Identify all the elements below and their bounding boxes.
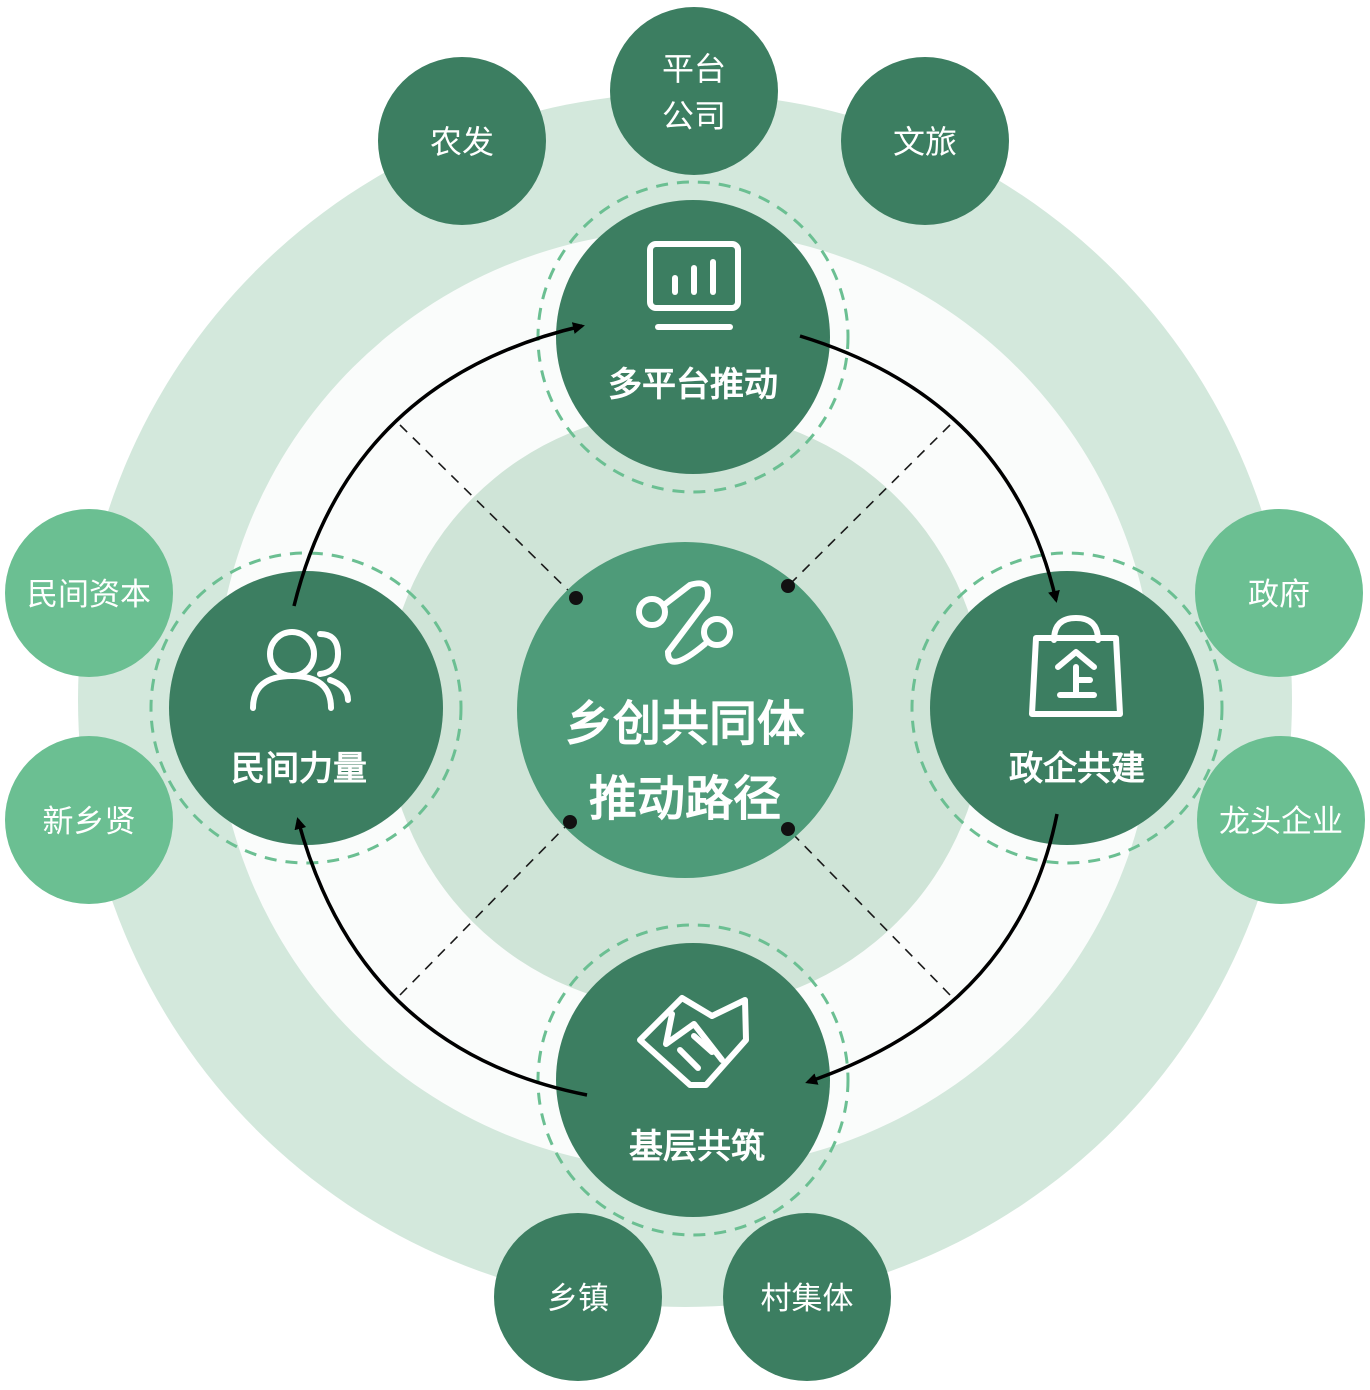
node-left-label: 民间力量 [231,749,367,789]
satellite-zhengfu [1195,509,1363,677]
center-title-line1: 乡创共同体 [565,696,805,752]
dashed-connectors [399,424,951,996]
path-nodes-icon [636,580,733,665]
satellite-platform-label-1: 平台 [662,50,726,88]
center-circle [517,542,853,878]
satellite-platform-label-2: 公司 [662,97,726,135]
arrow-left-to-top [292,322,585,607]
satellite-xinxiangxian [5,736,173,904]
node-bottom-circle [556,943,830,1217]
satellite-nongfa-label: 农发 [430,123,494,161]
monitor-chart-icon [647,241,741,330]
center-title-line2: 推动路径 [589,771,781,827]
satellite-xiangzhen-label: 乡镇 [547,1281,609,1317]
satellite-longtou-qiye [1197,736,1365,904]
node-right-label: 政企共建 [1009,749,1145,789]
arrow-bottom-to-left [294,817,588,1097]
satellite-wenlv [841,57,1009,225]
arrow-top-to-right [799,334,1060,603]
satellite-xiangzhen [494,1213,662,1381]
enterprise-bag-icon [1029,615,1123,717]
satellite-minjian-ziben-label: 民间资本 [27,577,151,613]
people-icon [250,629,351,711]
satellite-minjian-ziben [5,509,173,677]
connector-dots [563,579,795,836]
satellite-wenlv-label: 文旅 [893,123,957,161]
node-right-circle [930,571,1204,845]
satellite-cunjiti-label: 村集体 [761,1281,854,1317]
node-left-circle [169,571,443,845]
node-top-label: 多平台推动 [608,365,778,405]
satellite-platform [610,7,778,175]
satellite-cunjiti [723,1213,891,1381]
node-top-circle [556,200,830,474]
satellite-xinxiangxian-label: 新乡贤 [43,804,136,840]
node-bottom-label: 基层共筑 [629,1127,765,1167]
arrow-right-to-bottom [805,813,1059,1085]
handshake-icon [637,995,749,1088]
satellite-nongfa [378,57,546,225]
satellite-longtou-qiye-label: 龙头企业 [1219,804,1343,840]
cycle-arrows [292,322,1060,1097]
satellite-zhengfu-label: 政府 [1248,577,1310,613]
